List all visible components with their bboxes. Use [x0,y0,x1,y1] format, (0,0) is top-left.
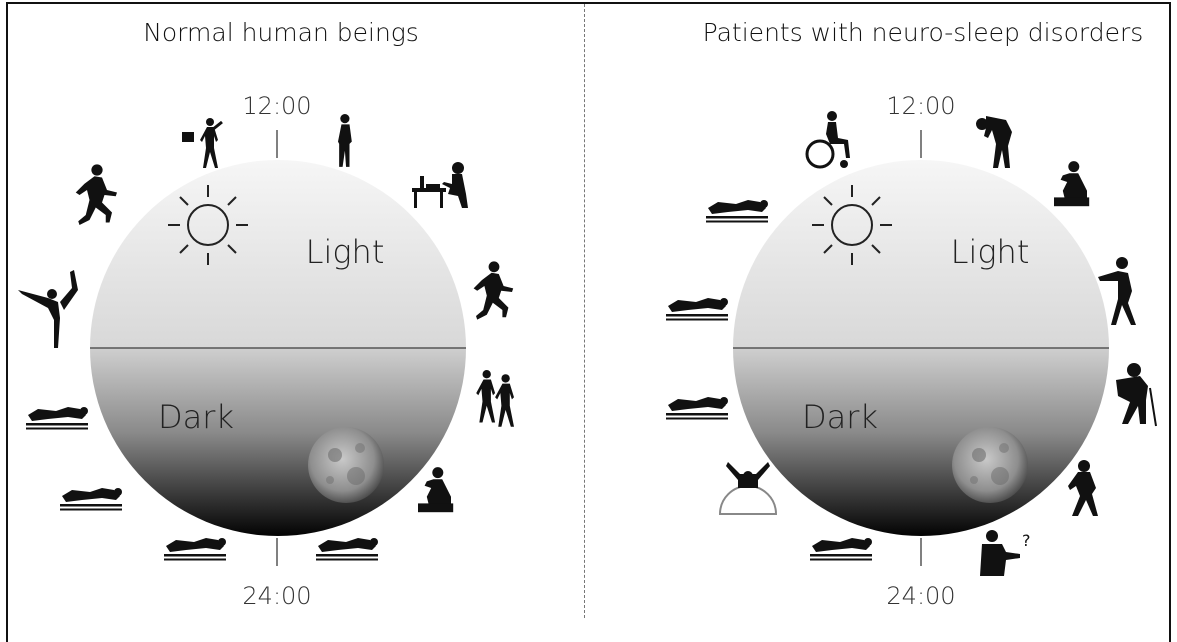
left-moon-icon [308,427,384,503]
left-reading-person-icon [418,467,453,512]
left-light-half [90,160,466,348]
left-computer-worker-icon [412,162,468,208]
left-standing-person-icon [338,114,352,167]
right-wheelchair-person-icon [807,111,850,168]
right-sleeping-person-icon-1 [706,200,768,223]
left-jogging-person-icon [474,261,514,319]
left-sleeping-person-icon-3 [164,538,226,561]
right-dark-half [733,348,1109,536]
left-dark-half [90,348,466,536]
right-light-half [733,160,1109,348]
left-couple-running-icon [476,370,514,427]
right-sleeping-person-icon-3 [666,397,728,420]
right-hunched-walker-icon [1068,460,1098,516]
right-clock [733,130,1109,566]
right-waking-person-icon [720,462,776,514]
left-dark-label: Dark [158,398,234,436]
right-elderly-with-cane-icon [1116,363,1156,426]
right-confused-person-icon: ? [980,530,1031,576]
right-moon-icon [952,427,1028,503]
left-sleeping-person-icon-2 [60,488,122,511]
left-running-person-icon [76,164,117,225]
right-light-label: Light [951,233,1030,271]
left-sleeping-person-icon-1 [26,407,88,430]
diagram-graphics: ? [0,0,1177,618]
right-reading-person-icon [1054,161,1089,206]
right-dark-label: Dark [802,398,878,436]
question-mark: ? [1022,531,1031,550]
right-sleeping-person-icon-2 [666,298,728,321]
left-sleeping-person-icon-4 [316,538,378,561]
right-bent-over-person-icon [976,116,1012,168]
left-clock [90,130,466,566]
left-yoga-person-icon [18,270,78,348]
right-sleeping-person-icon-4 [810,538,872,561]
figure: Normal human beings 12:00 24:00 Patients… [0,0,1177,618]
left-light-label: Light [306,233,385,271]
left-walking-businessperson-icon [182,118,222,168]
